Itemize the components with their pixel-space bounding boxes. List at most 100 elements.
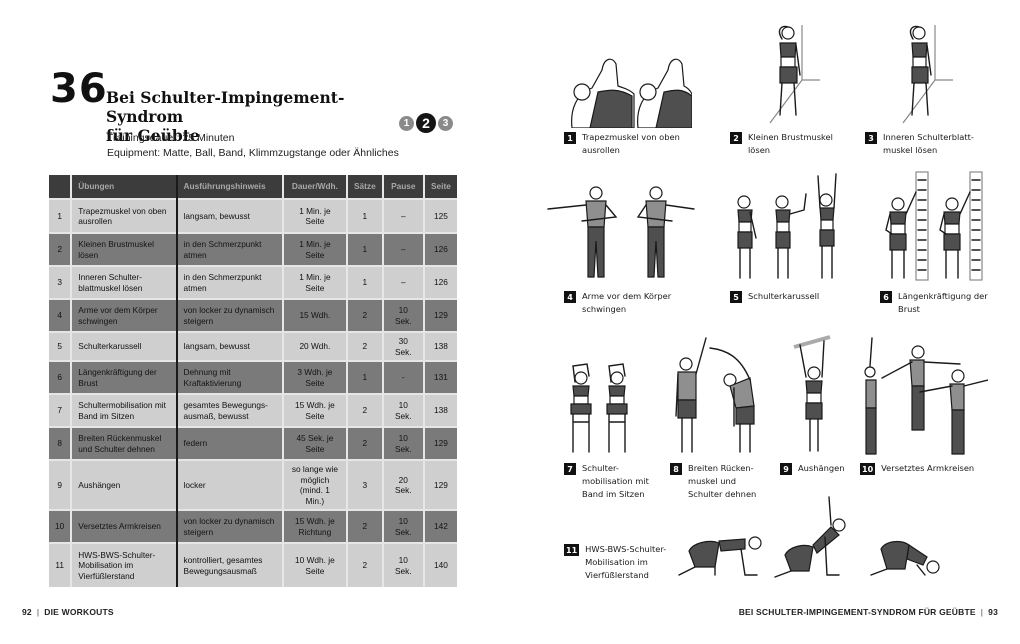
caption-text: Versetztes Armkreisen <box>881 463 975 473</box>
header-pause: Pause <box>382 175 425 199</box>
illustration-quadruped-mobilisation <box>678 496 940 578</box>
cell-hint: langsam, bewusst <box>176 331 284 361</box>
caption-10: 10 Versetztes Armkreisen <box>860 462 990 475</box>
cell-pause: 10 Sek. <box>382 542 425 587</box>
cell-exercise: Trapezmuskel von oben ausrollen <box>71 198 178 233</box>
cell-page: 129 <box>423 298 457 332</box>
caption-number: 8 <box>670 463 682 475</box>
cell-exercise: Versetztes Armkreisen <box>71 509 178 543</box>
caption-number: 4 <box>564 291 576 303</box>
cell-duration: 15 Wdh. je Seite <box>282 393 348 427</box>
cell-exercise: Arme vor dem Körper schwingen <box>71 298 178 332</box>
cell-sets: 2 <box>346 393 384 427</box>
cell-page: 129 <box>423 459 457 510</box>
caption-text: HWS-BWS-Schulter-Mobilisation im Vierfüß… <box>585 544 667 580</box>
illustration-hanging <box>793 335 831 452</box>
illustration-chest-lengthening <box>885 171 983 281</box>
cell-nr: 3 <box>49 265 73 299</box>
cell-sets: 2 <box>346 331 384 361</box>
caption-1: 1 Trapezmuskel von oben ausrollen <box>564 131 704 157</box>
cell-sets: 1 <box>346 265 384 299</box>
caption-number: 3 <box>865 132 877 144</box>
caption-text: Inneren Schulterblatt-muskel lösen <box>883 132 974 155</box>
cell-pause: 10 Sek. <box>382 509 425 543</box>
caption-4: 4 Arme vor dem Körper schwingen <box>564 290 694 316</box>
training-duration: Trainingsdauer: 25 Minuten <box>107 132 235 144</box>
cell-nr: 2 <box>49 232 73 266</box>
cell-page: 138 <box>423 393 457 427</box>
page-number-right: 93 <box>988 607 998 617</box>
caption-number: 7 <box>564 463 576 475</box>
cell-duration: 1 Min. je Seite <box>282 232 348 266</box>
caption-2: 2 Kleinen Brustmuskel lösen <box>730 131 840 157</box>
cell-hint: Dehnung mit Kraftaktivierung <box>176 360 284 394</box>
page-title: Bei Schulter-Impingement-Syndrom für Geü… <box>106 88 396 145</box>
cell-sets: 3 <box>346 459 384 510</box>
cell-exercise: Kleinen Brustmuskel lösen <box>71 232 178 266</box>
table-header-row: Übungen Ausführungshinweis Dauer/Wdh. Sä… <box>49 175 457 199</box>
caption-5: 5 Schulterkarussell <box>730 290 850 303</box>
workout-number: 36 <box>50 66 108 112</box>
cell-nr: 11 <box>49 542 73 587</box>
page-number-left: 92 <box>22 607 32 617</box>
separator: | <box>36 607 40 617</box>
right-page: 1 Trapezmuskel von oben ausrollen 2 Klei… <box>510 0 1020 644</box>
title-line-2: für Geübte <box>106 126 200 145</box>
section-title: DIE WORKOUTS <box>44 607 114 617</box>
illustration-shoulder-carousel <box>737 173 837 279</box>
cell-exercise: HWS-BWS-Schulter-Mobilisation im Vierfüß… <box>71 542 178 587</box>
cell-duration: 15 Wdh. <box>282 298 348 332</box>
cell-sets: 2 <box>346 426 384 460</box>
cell-sets: 1 <box>346 360 384 394</box>
header-sets: Sätze <box>346 175 384 199</box>
caption-3: 3 Inneren Schulterblatt-muskel lösen <box>865 131 985 157</box>
cell-hint: locker <box>176 459 284 510</box>
cell-page: 140 <box>423 542 457 587</box>
cell-nr: 7 <box>49 393 73 427</box>
footer-left: 92 | DIE WORKOUTS <box>22 607 114 617</box>
cell-exercise: Breiten Rückenmuskel und Schulter dehnen <box>71 426 178 460</box>
caption-9: 9 Aushängen <box>780 462 860 475</box>
cell-page: 129 <box>423 426 457 460</box>
cell-page: 142 <box>423 509 457 543</box>
header-nr <box>49 175 73 199</box>
cell-pause: - <box>382 360 425 394</box>
equipment: Equipment: Matte, Ball, Band, Klimmzugst… <box>107 147 399 159</box>
cell-nr: 8 <box>49 426 73 460</box>
cell-exercise: Schultermobilisation mit Band im Sitzen <box>71 393 178 427</box>
cell-duration: so lange wie möglich (mind. 1 Min.) <box>282 459 348 510</box>
cell-pause: – <box>382 265 425 299</box>
cell-exercise: Längenkräftigung der Brust <box>71 360 178 394</box>
cell-page: 125 <box>423 198 457 233</box>
caption-number: 6 <box>880 291 892 303</box>
cell-page: 138 <box>423 331 457 361</box>
header-page: Seite <box>423 175 457 199</box>
cell-duration: 15 Wdh. je Richtung <box>282 509 348 543</box>
cell-sets: 1 <box>346 198 384 233</box>
cell-sets: 2 <box>346 298 384 332</box>
caption-text: Arme vor dem Körper schwingen <box>582 291 672 314</box>
separator: | <box>980 607 984 617</box>
illustration-trapezius-ball <box>571 58 692 128</box>
caption-number: 1 <box>564 132 576 144</box>
cell-exercise: Inneren Schulter-blattmuskel lösen <box>71 265 178 299</box>
cell-duration: 3 Wdh. je Seite <box>282 360 348 394</box>
illustration-lat-stretch <box>675 337 755 453</box>
left-page: 36 Bei Schulter-Impingement-Syndrom für … <box>22 66 457 617</box>
header-hint: Ausführungshinweis <box>176 175 284 199</box>
illustration-arm-circles <box>864 337 988 455</box>
title-line-1: Bei Schulter-Impingement-Syndrom <box>106 88 345 126</box>
cell-hint: von locker zu dynamisch steigern <box>176 509 284 543</box>
header-duration: Dauer/Wdh. <box>282 175 348 199</box>
cell-nr: 10 <box>49 509 73 543</box>
cell-pause: 10 Sek. <box>382 393 425 427</box>
cell-pause: 10 Sek. <box>382 426 425 460</box>
